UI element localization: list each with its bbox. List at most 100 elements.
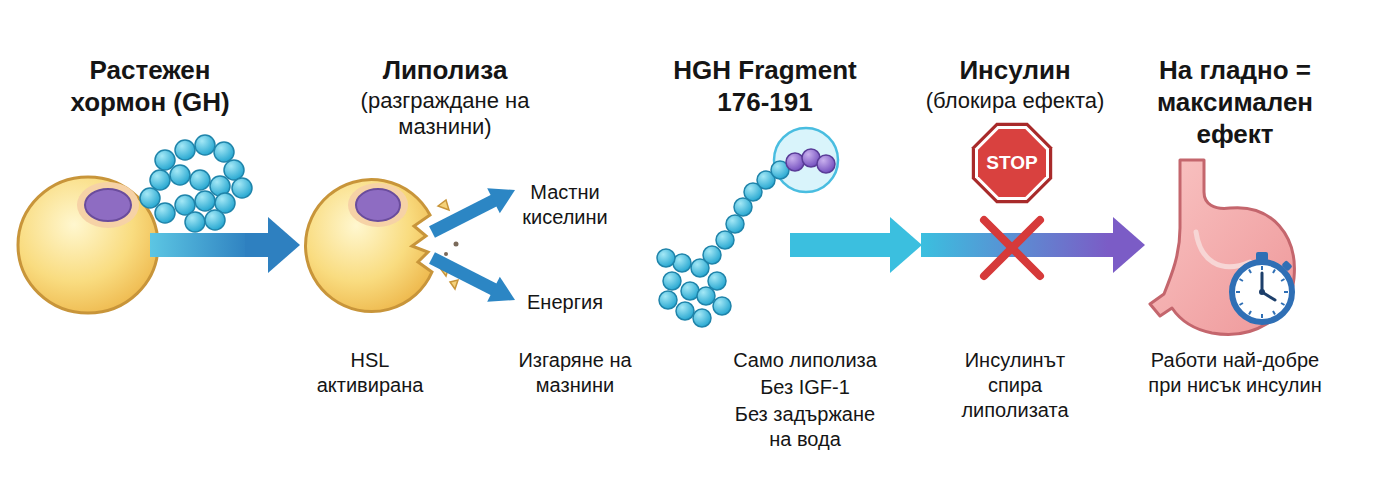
text-slot: Работи най-добре при нисък инсулин — [1145, 348, 1325, 398]
fragment — [438, 200, 449, 210]
cell-body — [306, 180, 432, 312]
illustration-part — [708, 272, 726, 290]
release-arrows — [432, 188, 515, 302]
illustration-part — [1281, 279, 1284, 281]
cross-stroke — [984, 220, 1040, 276]
illustration-part — [170, 165, 190, 185]
illustration-part — [205, 210, 225, 230]
illustration-part — [150, 170, 170, 190]
illustration-part — [195, 135, 215, 155]
illustration-part — [175, 140, 195, 160]
arrow-head — [268, 217, 300, 273]
text-slot: HSL активирана — [311, 348, 429, 398]
illustration-part — [214, 142, 234, 162]
arrow-shaft — [245, 233, 268, 257]
illustration-part — [681, 282, 699, 300]
illustration-part — [1273, 311, 1275, 314]
panel-heading: Липолиза — [345, 54, 545, 86]
stop-sign — [978, 129, 1046, 197]
illustration-part — [817, 155, 835, 173]
stop-sign-text: STOP — [977, 152, 1047, 174]
nucleus-halo — [77, 182, 139, 228]
debris — [444, 252, 448, 256]
panel-heading: Инсулин — [922, 54, 1108, 86]
stop-sign-rim — [972, 123, 1052, 203]
stopwatch-ticks — [1236, 266, 1288, 318]
text-slot: Изгаряне на мазнини — [510, 348, 640, 398]
illustration-part — [224, 160, 244, 180]
lipolysis-cell — [306, 180, 459, 312]
process-panel: На гладно = максимален ефектРаботи най-д… — [1145, 40, 1325, 460]
illustration-part — [663, 272, 681, 290]
arrow-shaft — [432, 200, 495, 232]
process-panel: Инсулин(блокира ефекта) Инсулинът спира л… — [922, 40, 1108, 460]
text-slot: (блокира ефекта) — [922, 88, 1108, 114]
text-slot: Инсулин — [922, 54, 1108, 86]
panel-text: (разграждане на мазнини) — [345, 88, 545, 140]
stomach-highlight — [1196, 232, 1250, 267]
panel-text: Само липолиза — [729, 348, 881, 373]
illustration-part — [676, 302, 694, 320]
illustration-part — [155, 150, 175, 170]
text-slot: Без IGF-1 — [729, 375, 881, 400]
label-slot: Мастни киселини — [510, 180, 620, 230]
panel-text: Без IGF-1 — [729, 375, 881, 400]
stopwatch-pin — [1259, 289, 1265, 295]
illustration-part — [1273, 269, 1275, 272]
process-panel: HGH Fragment 176-191Само липолизаБез IGF… — [660, 40, 882, 462]
panel-text: Инсулинът спира липолизата — [950, 348, 1080, 423]
cell-nucleus — [356, 189, 400, 221]
text-slot: Растежен хормон (GH) — [55, 54, 245, 118]
panel-text: Без задържане на вода — [729, 402, 881, 452]
illustration-part — [1261, 266, 1263, 270]
gh-molecule — [140, 135, 252, 232]
cross-stroke — [984, 220, 1040, 276]
process-panel: Липолиза(разграждане на мазнини) HSL акти… — [300, 40, 650, 460]
panel-heading: HGH Fragment 176-191 — [665, 54, 865, 118]
text-slot: (разграждане на мазнини) — [345, 88, 545, 140]
stopwatch — [1232, 252, 1293, 322]
illustration-part — [140, 188, 160, 208]
label-slot: STOP — [977, 152, 1047, 174]
fragment — [450, 280, 458, 289]
illustration-part — [657, 249, 675, 267]
illustration-part — [185, 212, 205, 232]
illustration-part — [713, 297, 731, 315]
panel-text: (блокира ефекта) — [922, 88, 1108, 114]
illustration-part — [232, 178, 252, 198]
illustration-part — [155, 203, 175, 223]
illustration-part — [716, 231, 734, 249]
arrow-shaft — [882, 233, 890, 257]
arrow-head — [890, 217, 922, 273]
illustration-part — [659, 291, 677, 309]
text-slot: Само липолиза — [729, 348, 881, 373]
cell-body — [18, 177, 158, 313]
panel-text: Работи най-добре при нисък инсулин — [1145, 348, 1325, 398]
arrow-body — [790, 233, 883, 257]
text-slot: Инсулинът спира липолизата — [950, 348, 1080, 423]
cell-nucleus — [85, 189, 131, 221]
illustration-part — [1261, 314, 1263, 318]
illustration-part — [1236, 291, 1240, 293]
arrow-shaft — [432, 258, 495, 290]
panel-text: HSL активирана — [311, 348, 429, 398]
illustration-part — [726, 215, 744, 233]
arrow-head — [487, 188, 515, 213]
fragment-highlight — [774, 128, 838, 192]
illustration-part — [697, 287, 715, 305]
illustration-part — [1281, 303, 1284, 305]
output-label: Енергия — [510, 290, 620, 315]
illustration-part — [1249, 311, 1251, 314]
output-label: Мастни киселини — [510, 180, 620, 230]
panel-text: Изгаряне на мазнини — [510, 348, 640, 398]
illustration-part — [1239, 279, 1242, 281]
debris — [454, 242, 459, 247]
illustration-part — [703, 246, 721, 264]
gh-cell — [18, 177, 158, 313]
stop-sign-border — [975, 126, 1049, 200]
illustration-part — [190, 170, 210, 190]
text-slot: Липолиза — [345, 54, 545, 86]
arrow-head — [487, 277, 515, 302]
process-panel: Растежен хормон (GH) — [55, 40, 245, 460]
